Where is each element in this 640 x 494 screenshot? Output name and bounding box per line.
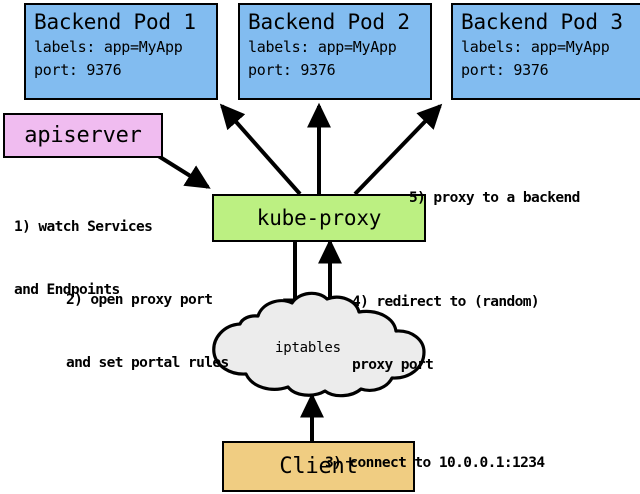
- step-5-line-1: 5) proxy to a backend: [409, 190, 580, 206]
- backend-pod-2-title: Backend Pod 2: [248, 10, 410, 34]
- step-1-line-2: and Endpoints: [14, 282, 120, 298]
- iptables-label: iptables: [275, 340, 341, 356]
- kube-proxy-label: kube-proxy: [256, 206, 382, 230]
- step-5-annotation: 5) proxy to a backend: [409, 146, 580, 251]
- client-label: Client: [279, 454, 358, 479]
- step-2-line-1: 2) open proxy port: [66, 292, 213, 308]
- backend-pod-3-labels: labels: app=MyApp: [461, 38, 610, 56]
- iptables-cloud: [212, 291, 426, 398]
- kube-proxy-box[interactable]: kube-proxy: [212, 194, 426, 242]
- backend-pod-2-labels: labels: app=MyApp: [248, 38, 397, 56]
- backend-pod-3-title: Backend Pod 3: [461, 10, 623, 34]
- apiserver-box[interactable]: apiserver: [3, 113, 163, 158]
- backend-pod-2-port: port: 9376: [248, 61, 336, 79]
- arrow-kubeproxy-to-pod3: [353, 103, 443, 196]
- step-3-annotation: 3) connect to 10.0.0.1:1234: [325, 411, 545, 494]
- backend-pod-3-port: port: 9376: [461, 61, 549, 79]
- client-box[interactable]: Client: [222, 441, 415, 492]
- step-4-annotation: 4) redirect to (random) proxy port: [352, 250, 540, 418]
- backend-pod-2-box[interactable]: Backend Pod 2 labels: app=MyApp port: 93…: [238, 3, 432, 100]
- step-2-annotation: 2) open proxy port and set portal rules: [66, 248, 229, 416]
- backend-pod-3-box[interactable]: Backend Pod 3 labels: app=MyApp port: 93…: [451, 3, 640, 100]
- backend-pod-1-port: port: 9376: [34, 61, 122, 79]
- apiserver-label: apiserver: [24, 123, 142, 148]
- backend-pod-1-title: Backend Pod 1: [34, 10, 196, 34]
- step-4-line-2: proxy port: [352, 357, 434, 373]
- step-4-line-1: 4) redirect to (random): [352, 294, 540, 310]
- step-1-annotation: 1) watch Services and Endpoints: [14, 175, 153, 343]
- backend-pod-1-box[interactable]: Backend Pod 1 labels: app=MyApp port: 93…: [24, 3, 218, 100]
- step-1-line-1: 1) watch Services: [14, 219, 153, 235]
- step-2-line-2: and set portal rules: [66, 355, 229, 371]
- arrow-kubeproxy-to-pod1: [219, 103, 302, 196]
- step-3-line-1: 3) connect to 10.0.0.1:1234: [325, 455, 545, 471]
- backend-pod-1-labels: labels: app=MyApp: [34, 38, 183, 56]
